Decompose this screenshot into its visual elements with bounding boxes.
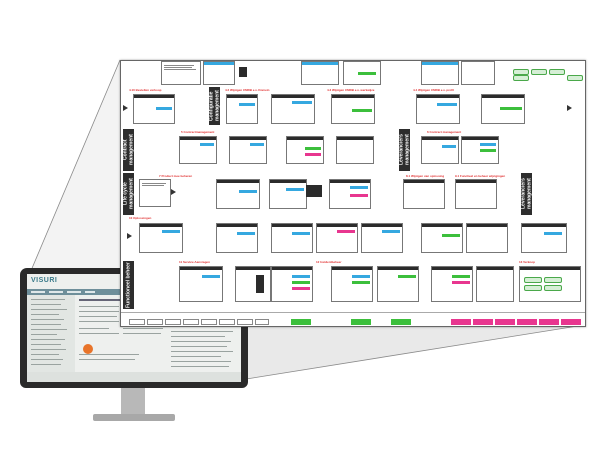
lane-label: Leveranciers management: [399, 129, 411, 171]
status-oval: [567, 75, 583, 81]
flow-arrow: [123, 105, 128, 111]
section-title: 4.3 Wijzigen CMDB e.v. werkwijze: [327, 88, 375, 92]
monitor-stand-neck: [121, 388, 145, 416]
legend-item: [147, 319, 163, 325]
process-card: [271, 94, 315, 124]
flow-arrow: [127, 233, 132, 239]
process-card: [229, 136, 267, 164]
legend-item: [183, 319, 199, 325]
process-card: [179, 266, 223, 302]
process-card: [331, 266, 373, 302]
process-card: [519, 266, 581, 302]
section-title: 7 Product mee beheren: [159, 174, 193, 178]
process-card: [216, 179, 260, 209]
process-card: [271, 223, 313, 253]
process-card: [269, 179, 307, 209]
orange-indicator: [83, 344, 93, 354]
process-card: [203, 61, 235, 85]
section-title: 12 Incidentbeheer: [316, 260, 342, 264]
status-oval: [513, 69, 529, 75]
process-card: [226, 94, 258, 124]
app-footer: [27, 372, 241, 382]
status-oval: [513, 75, 529, 81]
process-card: [421, 136, 459, 164]
process-card: [286, 136, 324, 164]
section-title: 4.4 Wijzigen CMDB e.v. profil: [413, 88, 454, 92]
flow-arrow: [171, 189, 176, 195]
process-card: [161, 61, 201, 85]
legend-item: [129, 319, 145, 325]
process-card: [461, 61, 495, 85]
process-card: [455, 179, 497, 209]
process-card: [179, 136, 217, 164]
section-title: 4.10 Bestellen verkoop: [129, 88, 162, 92]
process-card: [216, 223, 258, 253]
process-map-zoom: 4.10 Bestellen verkoop 4.2 Wijzigen CMDB…: [120, 60, 586, 327]
legend-item-green: [391, 319, 411, 325]
process-card: [481, 94, 525, 124]
section-title: 9.1 Functieel en beheer wijzigingen: [455, 174, 506, 178]
status-oval: [531, 69, 547, 75]
flow-arrow: [567, 105, 572, 111]
section-title: 10 Oplossingen: [129, 216, 152, 220]
section-title: 5 Contractmanagement: [181, 130, 215, 134]
process-card: [235, 266, 271, 302]
legend-item: [201, 319, 217, 325]
process-card: [316, 223, 358, 253]
process-card: [476, 266, 514, 302]
process-card: [343, 61, 381, 85]
lane-label: Functioneel beheer: [123, 261, 134, 309]
process-card: [421, 223, 463, 253]
process-card: [301, 61, 339, 85]
legend-item: [165, 319, 181, 325]
process-card: [139, 223, 183, 253]
process-card: [133, 94, 175, 124]
process-card: [331, 94, 375, 124]
decision-block: [239, 67, 247, 77]
legend-item-magenta: [561, 319, 581, 325]
section-title: 6 Contract management: [427, 130, 462, 134]
lane-label: Life cycle management: [123, 173, 135, 215]
process-card: [416, 94, 460, 124]
legend-item-magenta: [517, 319, 537, 325]
decision-block: [306, 185, 322, 197]
legend-item-magenta: [539, 319, 559, 325]
status-oval: [549, 69, 565, 75]
legend-item-green: [351, 319, 371, 325]
process-card: [361, 223, 403, 253]
process-card: [403, 179, 445, 209]
legend-item: [237, 319, 253, 325]
section-title: 4.2 Wijzigen CMDB e.v. Domein: [225, 88, 270, 92]
lane-label: Configuratie management: [209, 87, 221, 125]
process-card: [377, 266, 419, 302]
process-card: [139, 179, 171, 207]
section-title: 11 Service Aanvragen: [179, 260, 210, 264]
process-card: [431, 266, 473, 302]
legend-item: [255, 319, 269, 325]
section-title: 13 Verkoop: [519, 260, 536, 264]
legend-strip: [121, 312, 585, 326]
lane-label: Leveranciers management: [521, 173, 533, 215]
lane-label: Contract management: [123, 129, 135, 171]
process-card: [466, 223, 508, 253]
legend-item-magenta: [495, 319, 515, 325]
decision-block: [256, 275, 264, 293]
legend-item-magenta: [451, 319, 471, 325]
process-card: [421, 61, 459, 85]
legend-item-green: [291, 319, 311, 325]
process-card: [271, 266, 313, 302]
monitor-stand-base: [93, 414, 175, 421]
process-card: [336, 136, 374, 164]
legend-item: [219, 319, 235, 325]
legend-item-magenta: [473, 319, 493, 325]
process-card: [461, 136, 499, 164]
process-card: [521, 223, 567, 253]
process-card: [329, 179, 371, 209]
section-title: 8.1 Wijzigen van oplossing: [406, 174, 445, 178]
app-logo: VISURI: [31, 277, 58, 284]
app-sidebar: [27, 295, 75, 382]
